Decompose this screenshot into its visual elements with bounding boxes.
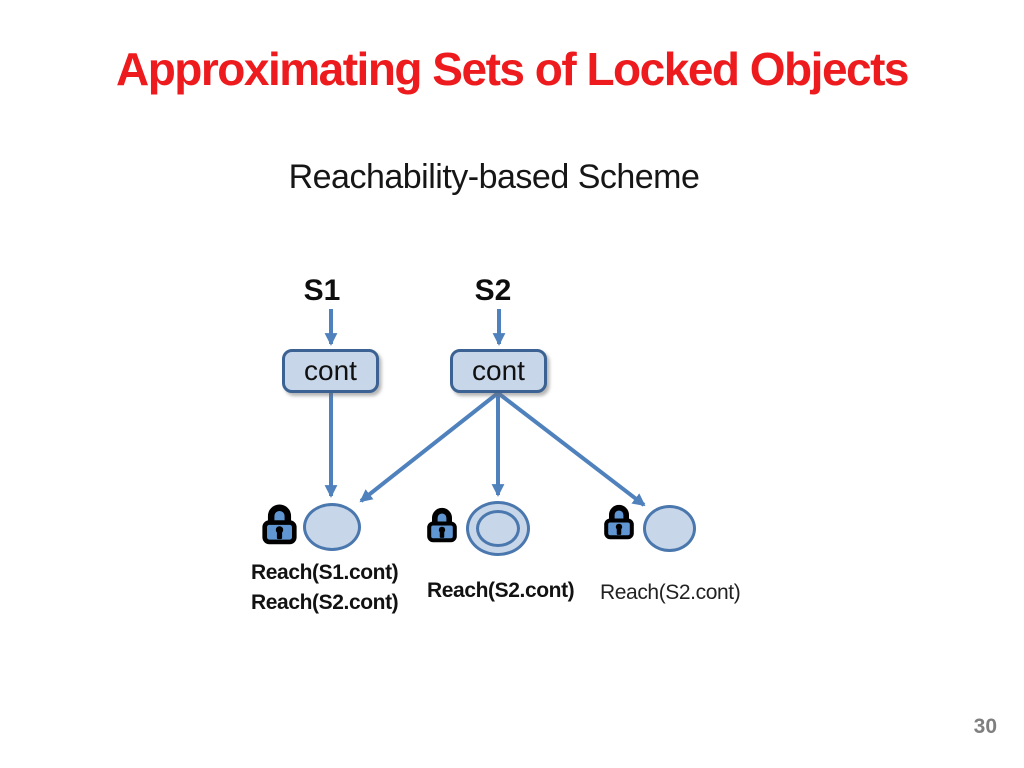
lock-icon xyxy=(604,504,634,540)
arrow-cont2-to-object3 xyxy=(496,391,646,507)
object-ellipse-2-inner xyxy=(476,510,520,547)
object-ellipse-1 xyxy=(303,503,361,551)
lock-icon xyxy=(427,507,457,543)
slide-title: Approximating Sets of Locked Objects xyxy=(115,43,910,95)
reach-label-line: Reach(S1.cont) xyxy=(251,561,399,584)
cont-box-2: cont xyxy=(450,349,547,393)
reach-label-group-2: Reach(S2.cont) xyxy=(427,579,575,602)
arrow-cont2-to-object1 xyxy=(359,391,500,503)
reach-label-group-3: Reach(S2.cont) xyxy=(600,581,741,604)
reach-label-group-1: Reach(S1.cont) Reach(S2.cont) xyxy=(251,558,399,618)
cont-box-1-label: cont xyxy=(304,355,357,386)
object-ellipse-2-outer xyxy=(466,501,530,556)
object-ellipse-3 xyxy=(643,505,696,552)
cont-box-1: cont xyxy=(282,349,379,393)
source-label-s2: S2 xyxy=(474,274,512,307)
slide-subtitle: Reachability-based Scheme xyxy=(288,158,700,196)
lock-icon xyxy=(262,504,297,545)
source-label-s1: S1 xyxy=(303,274,341,307)
page-number: 30 xyxy=(973,715,997,738)
reach-label-line: Reach(S2.cont) xyxy=(251,591,399,614)
cont-box-2-label: cont xyxy=(472,355,525,386)
